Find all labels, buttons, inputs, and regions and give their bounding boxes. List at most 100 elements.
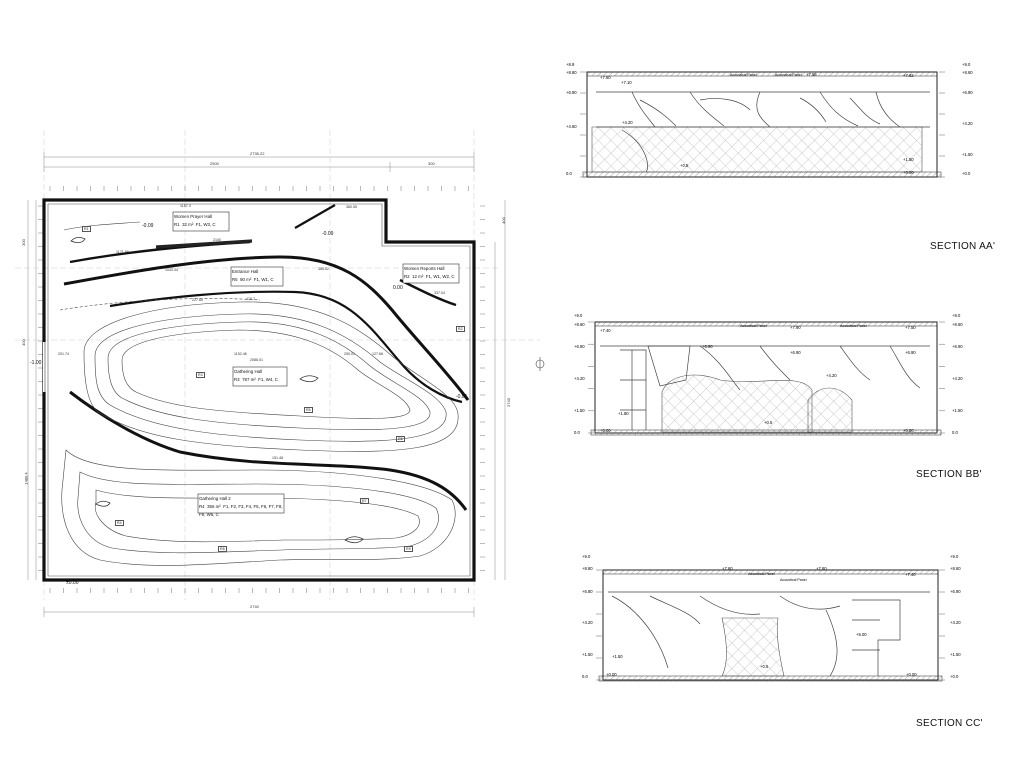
section-aa-inner-level: +7.10	[621, 80, 632, 85]
plan-dim: 201.74	[58, 352, 69, 356]
section-aa-panel-label: Acoustical Panel	[775, 73, 802, 77]
plan-dim-left-1: 300	[20, 239, 26, 246]
plan-dim: 250.01	[344, 352, 355, 356]
section-cc	[598, 569, 943, 682]
room-area: 32 m²	[182, 222, 194, 227]
plan-dim-left-3: 1480.4	[23, 472, 29, 485]
section-aa-level-left: 0.0	[566, 171, 572, 176]
room-name: Gathering Hall	[234, 369, 263, 374]
section-bb-level-right: 0.0	[952, 430, 958, 435]
section-cc-inner-level: +0.00	[606, 672, 617, 677]
section-bb-level-left: +4.20	[574, 376, 585, 381]
room-finish: F1, F2, F3, F4, F5, F6, F7, F8, F9, W5, …	[199, 504, 283, 517]
section-cc-inner-level: +0.5	[760, 664, 769, 669]
section-cc-inner-level: +7.60	[722, 566, 733, 571]
room-code: R4	[199, 504, 205, 509]
room-finish: F1, W1, W2, C	[425, 274, 455, 279]
room-meta: R1 32 m² F1, W3, C	[174, 221, 228, 229]
section-cc-level-right: +1.50	[950, 652, 961, 657]
section-aa-level-left: +8.9	[566, 62, 575, 67]
section-bb-level-left: +6.90	[574, 344, 585, 349]
section-bb-inner-level: +6.90	[905, 350, 916, 355]
section-bb-level-left: +1.50	[574, 408, 585, 413]
room-finish: F1, W1, C	[253, 277, 274, 282]
plan-tick-marks	[38, 186, 485, 593]
room-tag-women-prayer-hall: Women Prayer Hall R1 32 m² F1, W3, C	[174, 213, 228, 229]
room-area: 356 m²	[207, 504, 221, 509]
room-tag-entrance-hall: Entrance Hall R5 80 m² F1, W1, C	[232, 268, 282, 284]
section-bb-level-right: +6.90	[952, 344, 963, 349]
section-cc-level-left: +8.80	[582, 566, 593, 571]
section-bb-level-right: +9.0	[952, 313, 961, 318]
section-bb-inner-level: +7.50	[905, 325, 916, 330]
section-aa-inner-level: +7.58	[806, 72, 817, 77]
room-code: R3	[234, 377, 240, 382]
plan-room-tag: R6	[396, 436, 405, 442]
section-cc-inner-level: +7.40	[905, 572, 916, 577]
room-meta: R5 80 m² F1, W1, C	[232, 276, 282, 284]
section-cc-level-left: +6.80	[582, 589, 593, 594]
section-level-marks	[580, 71, 945, 681]
section-bb-inner-level: +1.80	[618, 411, 629, 416]
plan-dim-top-1: 2500	[210, 161, 219, 166]
section-bb-panel-label: Acoustical Panel	[840, 324, 867, 328]
plan-room-tag: R1	[82, 226, 91, 232]
plan-feature-symbols	[70, 237, 364, 544]
plan-dim: 385.52	[318, 267, 329, 271]
section-bb-level-right: +1.50	[952, 408, 963, 413]
section-bb-panel-label: Acoustical Panel	[740, 324, 767, 328]
room-code: R2	[404, 274, 410, 279]
plan-level-mark: -0.05	[456, 394, 468, 400]
plan-room-tag: R3	[196, 372, 205, 378]
plan-level-mark: ±0.00	[66, 580, 79, 586]
section-bb-title: SECTION BB'	[916, 469, 982, 480]
section-bb-level-left: +9.0	[574, 313, 583, 318]
plan-dim: 151.48	[272, 456, 283, 460]
section-aa-level-right: +4.20	[962, 121, 973, 126]
section-cc-level-right: +4.20	[950, 620, 961, 625]
plan-level-mark: -1.00	[30, 360, 42, 366]
plan-room-tag: R8	[218, 546, 227, 552]
section-cc-level-left: +4.20	[582, 620, 593, 625]
section-cc-inner-level: +5.00	[856, 632, 867, 637]
section-bb-inner-level: +0.00	[600, 428, 611, 433]
plan-dimension-lines	[27, 152, 506, 617]
section-aa-inner-level: +7.62	[903, 73, 914, 78]
section-aa-level-left: +8.80	[566, 70, 577, 75]
section-cc-inner-level: +7.60	[816, 566, 827, 571]
section-aa-inner-level: +4.20	[622, 120, 633, 125]
plan-dim: 415.7	[246, 297, 255, 301]
plan-room-tag: R7	[360, 498, 369, 504]
section-aa-title: SECTION AA'	[930, 241, 996, 252]
section-aa-level-right: +1.50	[962, 152, 973, 157]
section-cc-panel-label: Acoustical Panel	[780, 578, 807, 582]
room-finish: F1, W4, C	[258, 377, 278, 382]
plan-dim: 1157.3	[180, 204, 191, 208]
section-cc-level-left: +1.50	[582, 652, 593, 657]
plan-dim: 127.66	[372, 352, 383, 356]
section-bb	[590, 321, 942, 436]
section-cc-level-left: +9.0	[582, 554, 591, 559]
plan-level-mark: -0.09	[142, 223, 154, 229]
room-area: 787 m²	[242, 377, 256, 382]
plan-overall-dim-bottom: 2740	[250, 604, 259, 609]
section-aa-level-left: +4.60	[566, 124, 577, 129]
room-name: Women Reports Hall	[404, 266, 445, 271]
section-bb-inner-level: +6.90	[790, 350, 801, 355]
section-aa-level-right: +0.0	[962, 171, 971, 176]
section-bb-level-right: +4.20	[952, 376, 963, 381]
room-name: Women Prayer Hall	[174, 214, 212, 219]
plan-dim-right-1: 400	[500, 217, 506, 224]
room-code: R5	[232, 277, 238, 282]
section-cc-level-right: +0.0	[950, 674, 959, 679]
plan-dim: 380.55	[346, 205, 357, 209]
plan-outer-wall	[42, 198, 476, 582]
section-aa-panel-label: Acoustical Panel	[730, 73, 757, 77]
section-aa-level-right: +9.0	[962, 62, 971, 67]
plan-room-tag: R2	[456, 326, 465, 332]
plan-level-mark: -0.09	[322, 231, 334, 237]
plan-dim: 1171.99	[116, 250, 129, 254]
section-cc-level-right: +6.90	[950, 589, 961, 594]
section-cc-inner-level: +1.50	[612, 654, 623, 659]
